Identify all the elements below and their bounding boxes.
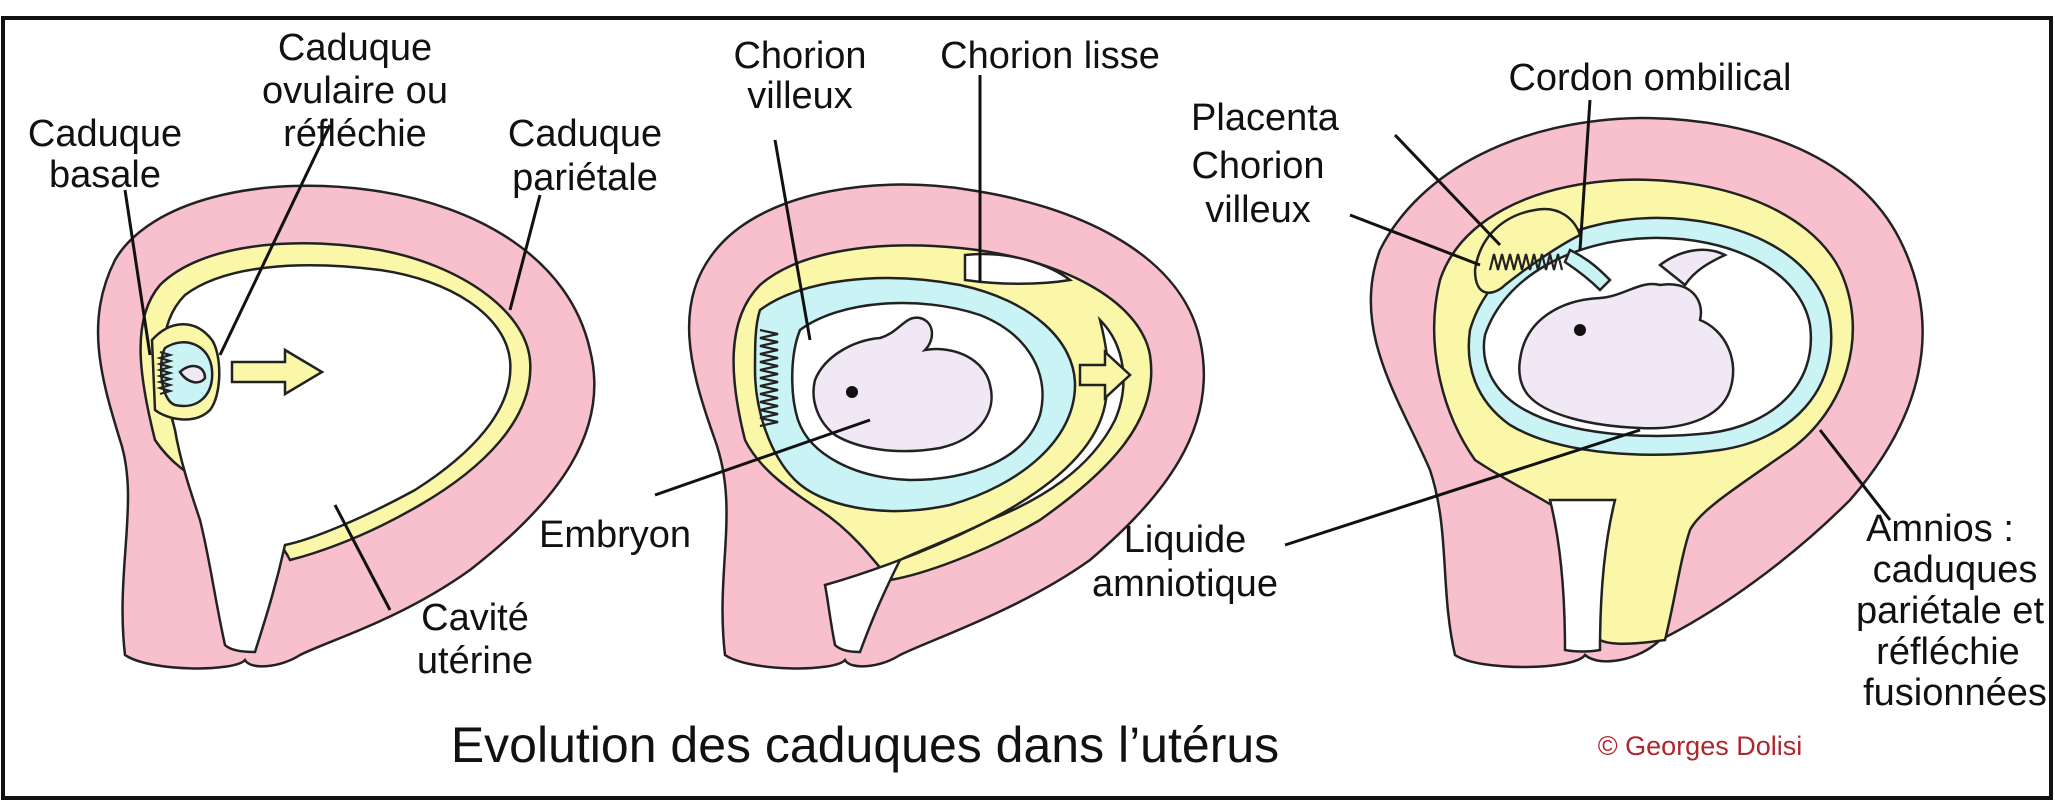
label-cavite-uterine-l2: utérine <box>417 640 533 682</box>
label-chorion-lisse: Chorion lisse <box>940 35 1160 77</box>
label-cavite-uterine-l1: Cavité <box>421 597 529 639</box>
label-caduque-basale-l2: basale <box>49 154 161 196</box>
label-cordon-ombilical: Cordon ombilical <box>1508 57 1791 99</box>
label-caduque-ovulaire-l1: Caduque <box>278 27 432 69</box>
label-amnios-l2: caduques <box>1873 549 2038 591</box>
label-placenta: Placenta <box>1191 97 1340 139</box>
label-caduque-ovulaire-l3: réfléchie <box>283 113 427 155</box>
copyright-notice: © Georges Dolisi <box>1598 731 1802 761</box>
embryo-eye-2 <box>846 386 858 398</box>
label-amnios-l4: réfléchie <box>1876 631 2020 673</box>
label-liquide-amniotique-l1: Liquide <box>1124 519 1247 561</box>
label-caduque-basale-l1: Caduque <box>28 113 182 155</box>
label-amnios-l5: fusionnées <box>1863 672 2047 714</box>
label-chorion-villeux-3-l2: villeux <box>1205 189 1311 231</box>
label-chorion-villeux-2-l1: Chorion <box>733 35 866 77</box>
label-caduque-parietale-l1: Caduque <box>508 113 662 155</box>
label-chorion-villeux-3-l1: Chorion <box>1191 145 1324 187</box>
label-amnios-l1: Amnios : <box>1866 508 2014 550</box>
label-embryon: Embryon <box>539 514 691 556</box>
label-caduque-ovulaire-l2: ovulaire ou <box>262 70 448 112</box>
label-chorion-villeux-2-l2: villeux <box>747 75 853 117</box>
label-amnios-l3: pariétale et <box>1856 590 2044 632</box>
embryo-eye-3 <box>1574 324 1586 336</box>
figure-title: Evolution des caduques dans l’utérus <box>451 717 1279 773</box>
label-liquide-amniotique-l2: amniotique <box>1092 563 1278 605</box>
label-caduque-parietale-l2: pariétale <box>512 157 658 199</box>
